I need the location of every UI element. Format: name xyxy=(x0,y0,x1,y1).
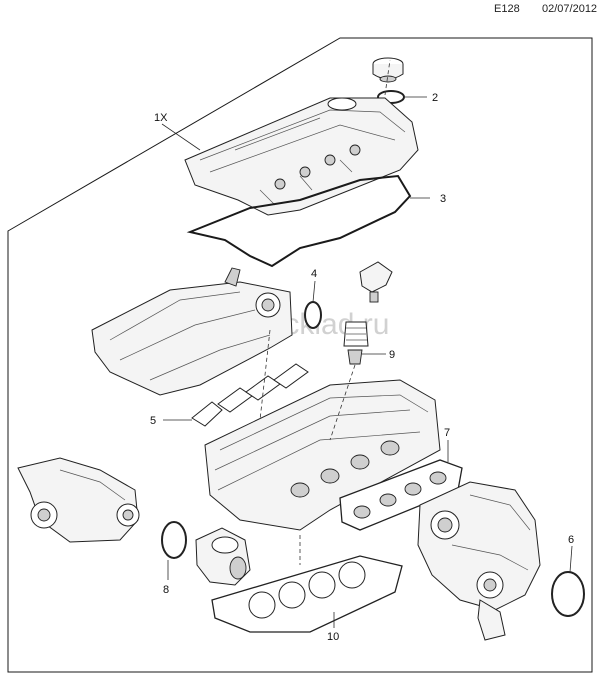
turbo-gasket xyxy=(551,571,585,617)
callout-4: 4 xyxy=(311,268,317,280)
assembly-centerline xyxy=(259,329,271,421)
callout-9: 9 xyxy=(389,349,395,361)
thermostat-housing xyxy=(17,457,140,543)
assembly-centerline xyxy=(329,364,356,441)
diagram-code: E128 xyxy=(494,3,520,15)
clamp-ring xyxy=(161,521,187,559)
diagram-date: 02/07/2012 xyxy=(542,3,598,15)
turbocharger xyxy=(417,481,541,641)
valve-stem-seal xyxy=(343,321,369,365)
callout-3: 3 xyxy=(440,193,446,205)
cylinder-head-cover xyxy=(184,97,419,216)
exhaust-gasket xyxy=(339,459,463,531)
callout-2: 2 xyxy=(432,92,438,104)
callout-7: 7 xyxy=(444,427,450,439)
callout-6: 6 xyxy=(568,534,574,546)
leader-line xyxy=(161,123,201,151)
callout-10: 10 xyxy=(327,631,339,643)
valve-rocker-assembly xyxy=(359,261,393,303)
intake-manifold xyxy=(91,267,293,396)
thermostat xyxy=(195,527,251,586)
kit-frame xyxy=(7,37,593,673)
cylinder-head xyxy=(204,379,441,531)
callout-8: 8 xyxy=(163,584,169,596)
leader-line xyxy=(312,280,316,303)
oil-filler-cap xyxy=(372,57,404,83)
callout-5: 5 xyxy=(150,415,156,427)
intake-gasket-set xyxy=(191,363,309,427)
callout-kit: 1X xyxy=(154,112,168,124)
leader-line xyxy=(569,545,573,573)
assembly-centerline xyxy=(384,59,391,96)
cylinder-head-gasket xyxy=(211,555,403,633)
throttle-seal-ring xyxy=(304,301,322,329)
cover-gasket xyxy=(186,174,412,268)
